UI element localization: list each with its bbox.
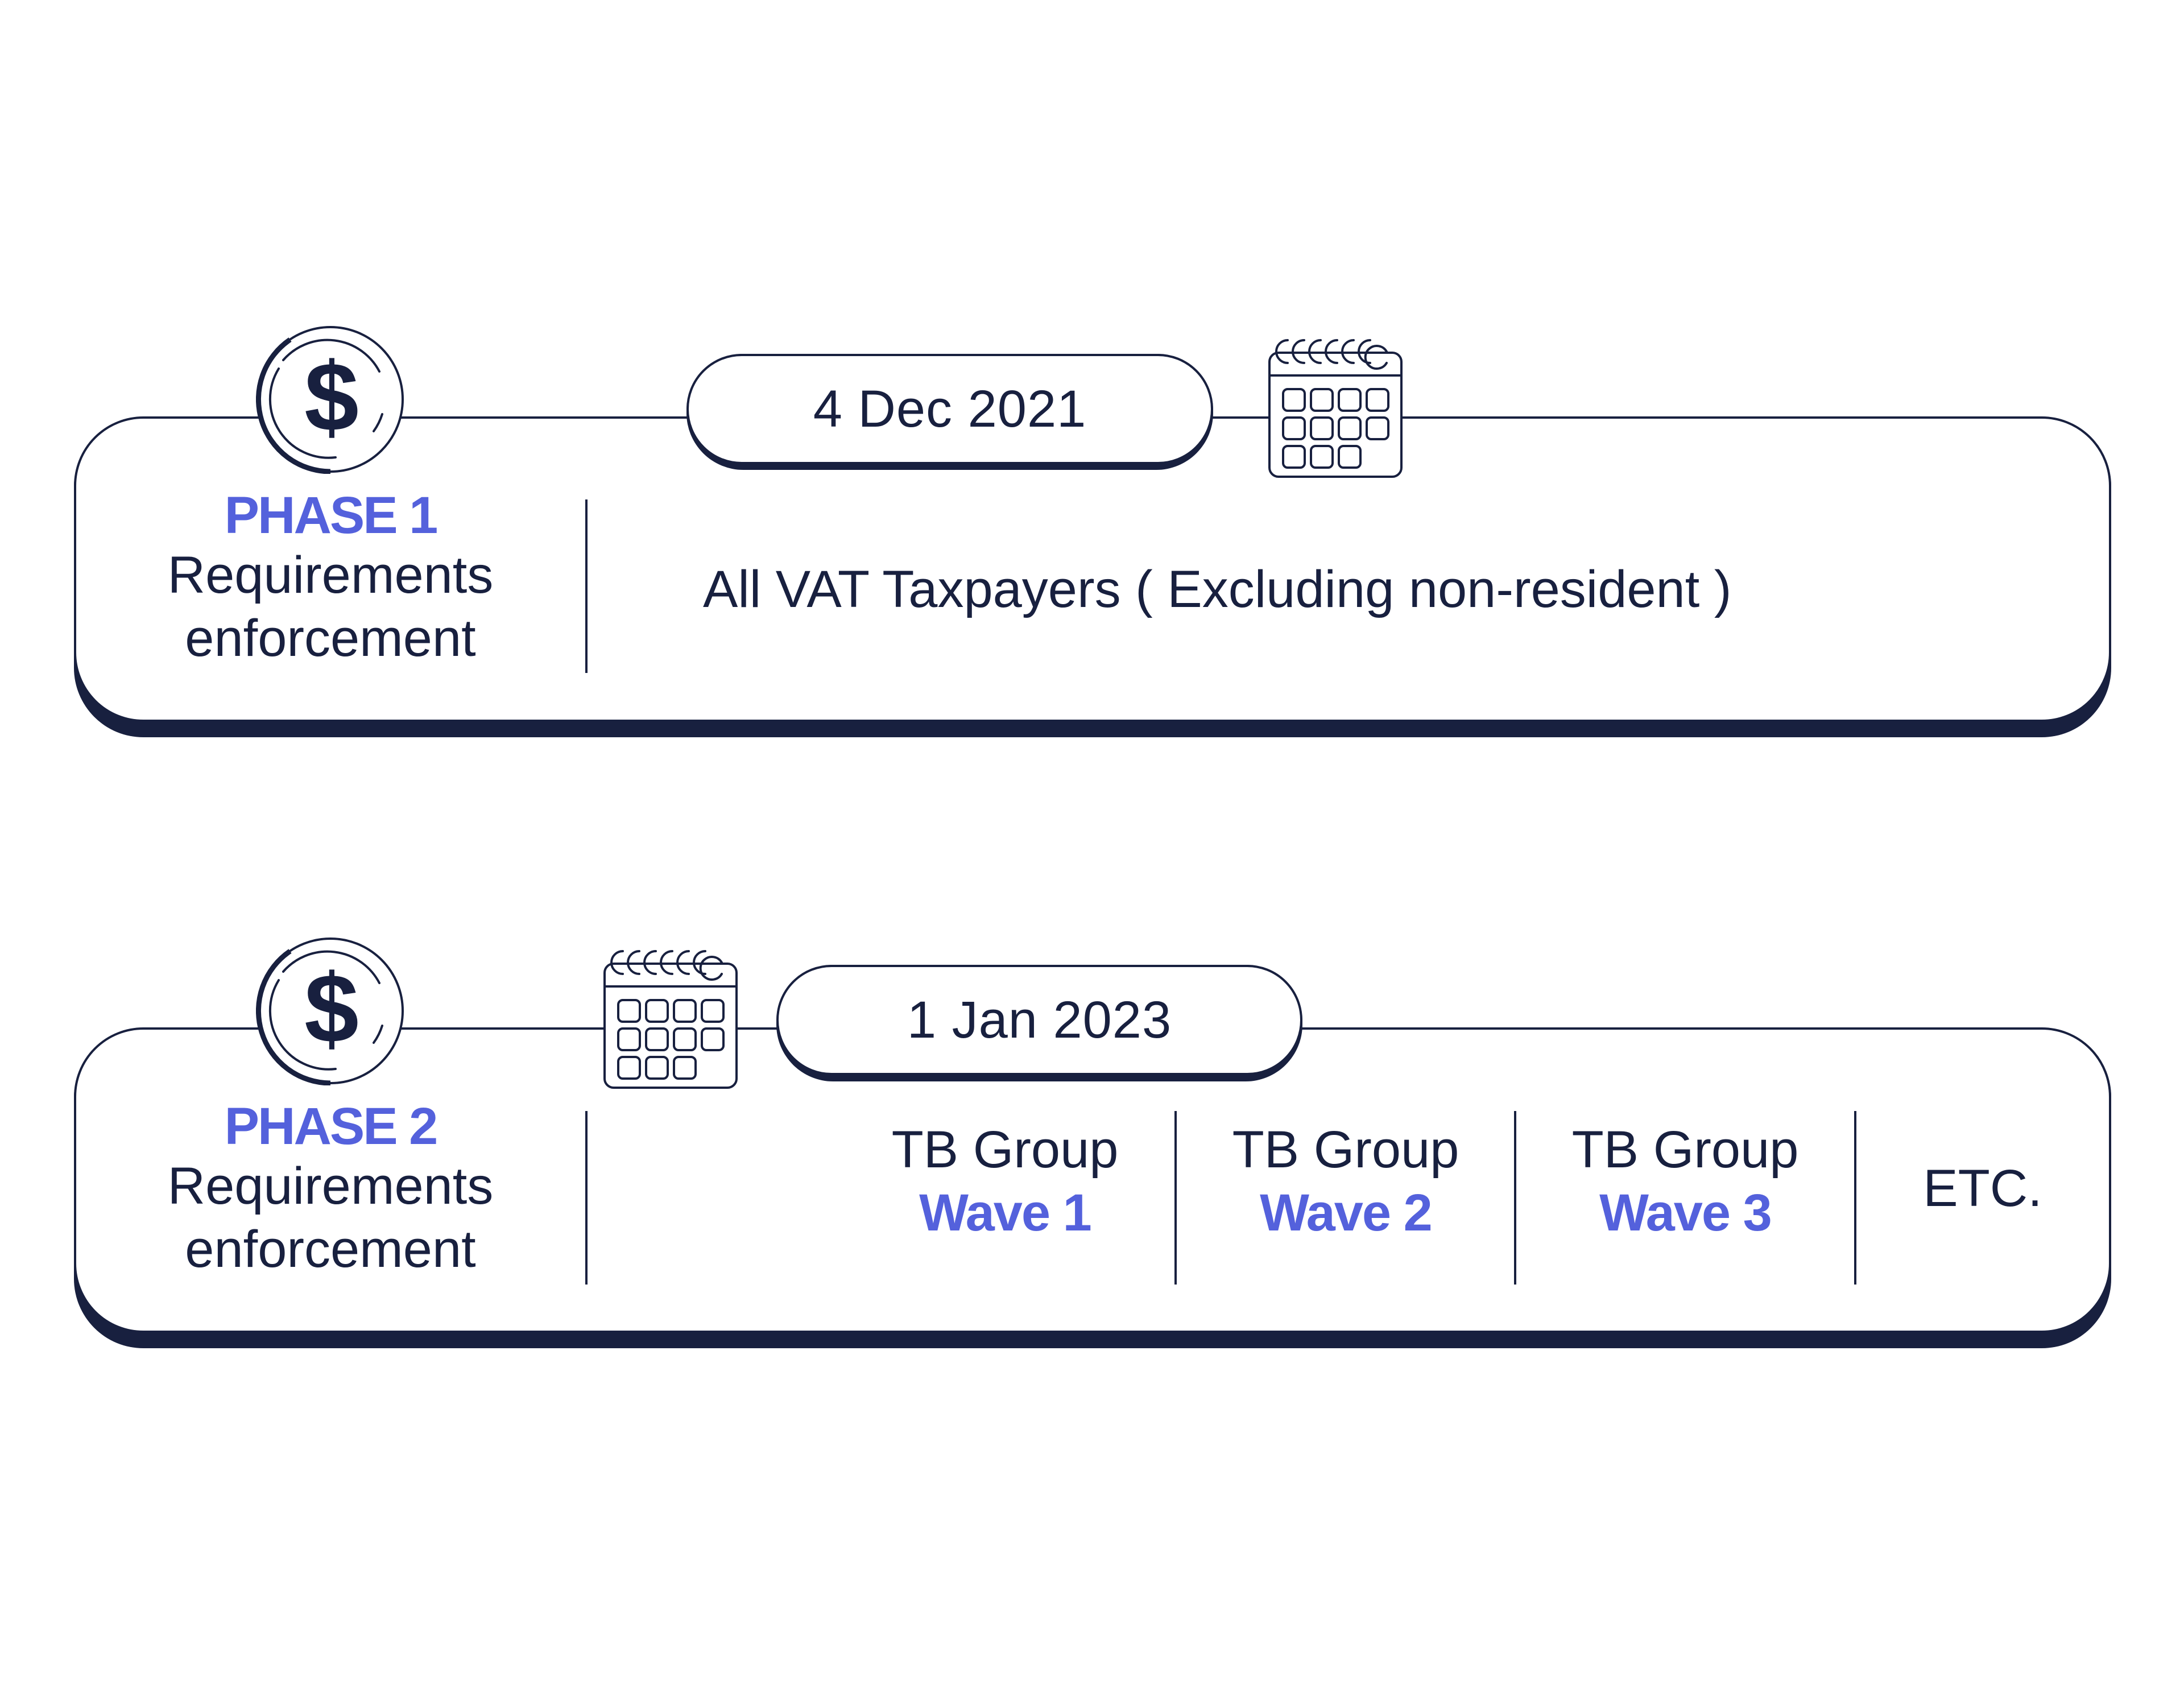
tb-group-wave-2: TB Group Wave 2 [1175, 1118, 1516, 1245]
phase2-subtitle-line1: Requirements [167, 1157, 494, 1215]
dollar-coin-icon [256, 936, 405, 1085]
tb-group-wave-1: TB Group Wave 1 [834, 1118, 1176, 1245]
phase2-date: 1 Jan 2023 [907, 990, 1172, 1049]
tb-group-label: TB Group [1571, 1121, 1799, 1179]
wave-label: Wave 1 [919, 1184, 1092, 1242]
etc-label: ETC. [1923, 1159, 2042, 1217]
calendar-icon [1267, 338, 1404, 479]
wave-label: Wave 2 [1260, 1184, 1433, 1242]
phase2-divider-main [585, 1111, 588, 1285]
phase1-subtitle-line2: enforcement [185, 609, 476, 667]
phase1-date-pill: 4 Dec 2021 [686, 354, 1213, 464]
phase1-date: 4 Dec 2021 [813, 379, 1087, 438]
phase1-divider [585, 499, 588, 673]
phase1-subtitle: Requirements enforcement [131, 544, 530, 670]
tb-group-label: TB Group [1232, 1121, 1459, 1179]
phase1-subtitle-line1: Requirements [167, 546, 494, 604]
wave-label: Wave 3 [1599, 1184, 1772, 1242]
tb-group-wave-3: TB Group Wave 3 [1515, 1118, 1856, 1245]
phase2-divider-1 [1174, 1111, 1177, 1285]
phase2-divider-2 [1514, 1111, 1516, 1285]
phase2-date-pill: 1 Jan 2023 [776, 965, 1302, 1075]
phase2-divider-3 [1854, 1111, 1856, 1285]
phase1-title: PHASE 1 [224, 486, 439, 544]
calendar-icon [602, 949, 739, 1090]
dollar-coin-icon [256, 325, 405, 474]
tb-group-label: TB Group [891, 1121, 1119, 1179]
phase1-description: All VAT Taxpayers ( Excluding non-reside… [703, 560, 1732, 618]
phase2-subtitle-line2: enforcement [185, 1220, 476, 1278]
phase2-title: PHASE 2 [224, 1097, 439, 1155]
phase2-subtitle: Requirements enforcement [131, 1155, 530, 1281]
